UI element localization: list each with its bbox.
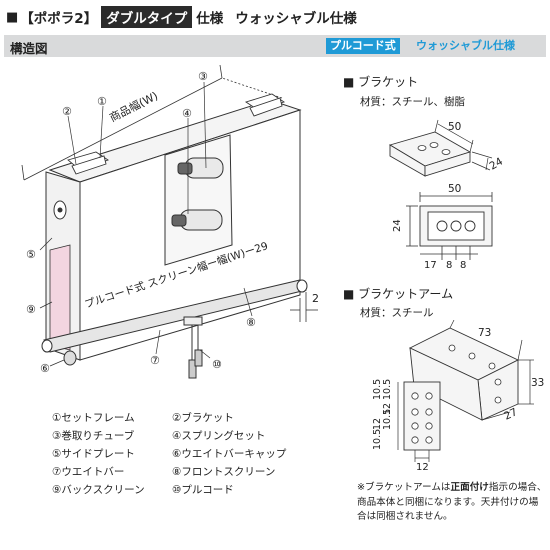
bracket-dim-depth: 24 — [488, 155, 506, 172]
arm-dim-bottom: 12 — [416, 462, 429, 473]
title-type-badge: ダブルタイプ — [101, 6, 193, 28]
legend-item: ①セットフレーム — [52, 412, 135, 424]
bracket-dim-8a: 8 — [446, 260, 452, 271]
arm-dim-v5: 12 — [372, 418, 383, 430]
legend-item: ③巻取りチューブ — [52, 430, 135, 442]
width-label: 商品幅(W) — [107, 88, 160, 124]
callout-4: ④ — [182, 107, 192, 120]
arm-material: 材質：スチール — [360, 307, 434, 319]
legend-item: ⑨バックスクリーン — [52, 484, 145, 496]
arm-dim-v3: 10.5 — [382, 409, 393, 430]
note-rest: 指示の場合、商品本体と同梱になります。天井付けの場合は同梱されません。 — [357, 482, 547, 522]
arm-dim-height: 33 — [531, 377, 544, 389]
bracket-dim-8b: 8 — [460, 260, 466, 271]
callout-9: ⑨ — [26, 303, 36, 316]
title-product: 【ポポラ2】 — [20, 11, 98, 27]
callout-3: ③ — [198, 70, 208, 83]
section-bar — [4, 35, 546, 57]
page-title: ■ 【ポポラ2】 ダブルタイプ 仕様 ウォッシャブル仕様 — [6, 6, 357, 28]
arm-dim-v6: 10.5 — [372, 429, 383, 450]
bracket-dim-width-front: 50 — [448, 183, 461, 195]
bracket-dim-width-top: 50 — [448, 121, 461, 133]
arm-dim-width: 73 — [478, 327, 491, 339]
bracket-material: 材質：スチール、樹脂 — [360, 96, 465, 108]
callout-1: ① — [97, 95, 107, 108]
callout-8: ⑧ — [246, 316, 256, 329]
bracket-arm-note: ※ブラケットアームは正面付け指示の場合、商品本体と同梱になります。天井付けの場合… — [357, 481, 547, 525]
note-prefix: ※ブラケットアームは — [357, 482, 451, 493]
legend-item: ④スプリングセット — [172, 430, 266, 442]
arm-dim-v4: 10.5 — [372, 379, 383, 400]
callout-5: ⑤ — [26, 248, 36, 261]
callout-7: ⑦ — [150, 354, 160, 367]
arm-dim-v2: 12 — [382, 403, 393, 415]
arm-title: ■ ブラケットアーム — [343, 287, 454, 301]
legend-item: ②ブラケット — [172, 412, 234, 424]
callout-6: ⑥ — [40, 362, 50, 375]
arm-drawing: 73 33 27 10.5 12 10.5 10.5 12 10.5 12 — [372, 320, 544, 473]
bracket-title: ■ ブラケット — [343, 75, 419, 89]
title-subtitle: ウォッシャブル仕様 — [235, 11, 357, 27]
callout-labels: ① ② ③ ④ ⑤ ⑥ ⑦ ⑧ ⑨ ⑩ — [26, 70, 256, 375]
section-label: 構造図 — [10, 41, 48, 56]
legend-item: ⑧フロントスクリーン — [172, 466, 276, 478]
tag-pull-cord: プルコード式 — [326, 38, 400, 54]
callout-2: ② — [62, 105, 72, 118]
legend-item: ⑦ウエイトバー — [52, 466, 125, 478]
legend-item: ⑥ウエイトバーキャップ — [172, 448, 287, 460]
bracket-dim-height: 24 — [392, 219, 403, 232]
title-spec: 仕様 — [196, 11, 224, 27]
tag-washable: ウォッシャブル仕様 — [416, 39, 515, 52]
offset-label: 2 — [312, 292, 319, 305]
note-bold: 正面付け — [450, 482, 489, 493]
bracket-drawing: 50 24 50 24 17 8 8 — [388, 119, 506, 271]
legend-item: ⑤サイドプレート — [52, 448, 135, 460]
callout-10: ⑩ — [212, 358, 222, 371]
structure-diagram: 商品幅(W) プルコード式 スクリーン幅ー幅(W)ー29 — [21, 64, 319, 379]
legend-item: ⑩プルコード — [172, 484, 234, 496]
arm-dim-v1: 10.5 — [382, 379, 393, 400]
bracket-dim-17: 17 — [424, 260, 437, 271]
arm-dim-depth: 27 — [502, 406, 519, 423]
title-square-icon: ■ — [6, 9, 19, 25]
